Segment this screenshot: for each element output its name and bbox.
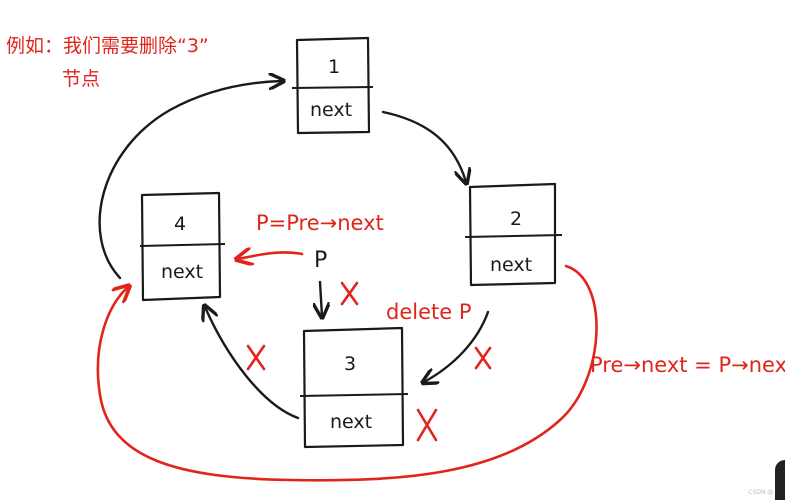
node-1-value: 1 — [328, 56, 340, 78]
p-pointer-label: P — [314, 248, 327, 273]
watermark: CSDN @... — [748, 489, 779, 496]
node-1-pointer: next — [310, 99, 352, 121]
node-2-value: 2 — [510, 208, 522, 230]
arrow-node3-to-node4 — [205, 307, 300, 420]
arrow-p-to-node3 — [320, 280, 322, 316]
node-2-pointer: next — [490, 254, 532, 276]
node-1-box — [295, 36, 371, 135]
delete-p-annotation: delete P — [386, 300, 472, 324]
node-2-box — [468, 182, 557, 287]
node-3-pointer: next — [330, 411, 372, 433]
arrow-p-to-node4 — [238, 252, 304, 259]
node-3-divider — [299, 393, 409, 397]
cross-mark-node2-link — [474, 346, 492, 370]
cross-mark-node3-link — [246, 344, 266, 371]
cross-mark-p-arrow — [340, 281, 359, 306]
relink-annotation: Pre→next = P→next — [590, 353, 785, 377]
node-4-pointer: next — [161, 261, 203, 283]
node-4: 4 next — [139, 191, 226, 302]
arrow-node1-to-node2 — [381, 110, 466, 182]
node-4-divider — [139, 243, 226, 247]
title-line-2: 节点 — [62, 68, 100, 90]
arrow-node2-to-node4-relink — [96, 264, 598, 482]
node-3-value: 3 — [344, 353, 356, 375]
node-3: 3 next — [299, 326, 409, 449]
corner-decoration — [775, 460, 785, 500]
p-assign-annotation: P=Pre→next — [256, 211, 384, 235]
node-1: 1 next — [291, 36, 374, 135]
node-1-divider — [291, 86, 374, 89]
node-4-box — [140, 191, 222, 302]
node-2-divider — [464, 234, 563, 238]
node-4-value: 4 — [174, 213, 186, 235]
title-line-1: 例如：我们需要删除“3” — [6, 35, 209, 57]
node-3-box — [302, 326, 405, 449]
node-2: 2 next — [464, 182, 563, 287]
cross-mark-node3-next — [416, 408, 438, 442]
arrow-node4-to-node1 — [98, 81, 282, 280]
arrow-node2-to-node3 — [424, 310, 490, 382]
